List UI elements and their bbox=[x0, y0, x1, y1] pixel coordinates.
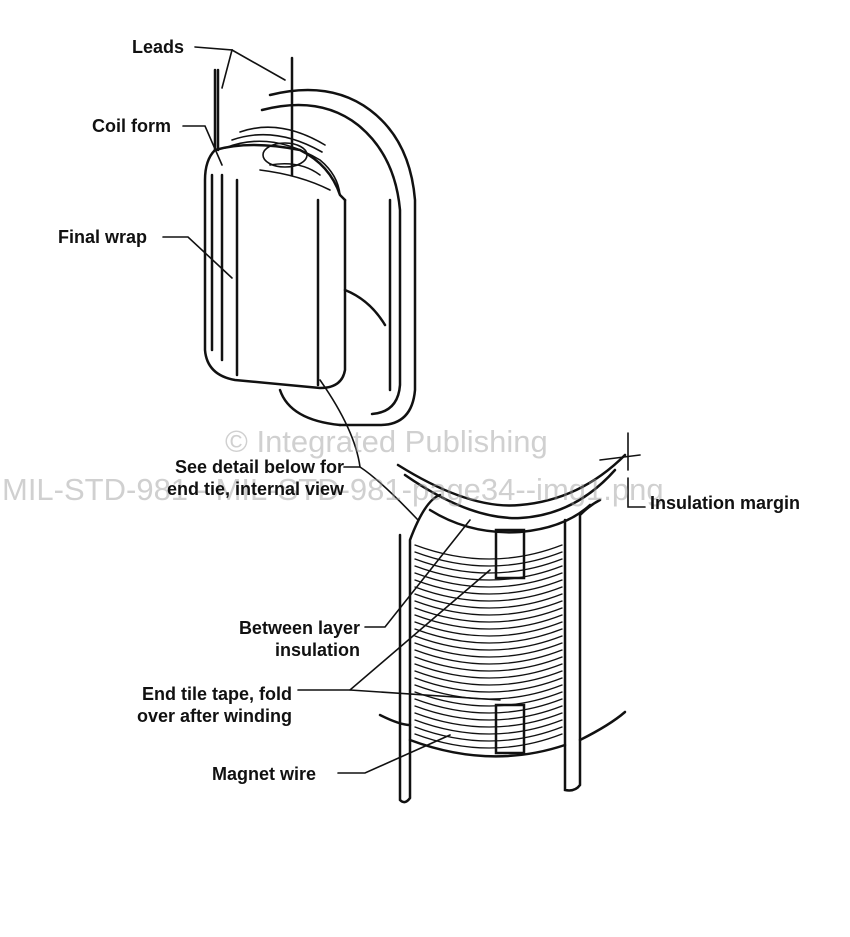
label-between-layer-line1: Between layer bbox=[238, 618, 360, 638]
winding-turn bbox=[414, 600, 563, 616]
label-end-tile-line2: over after winding bbox=[136, 706, 292, 726]
magnet-wire-windings bbox=[414, 544, 563, 749]
watermark-line2: MIL-STD-981 - MIL-STD-981-page34--img1.p… bbox=[2, 472, 664, 507]
winding-turn bbox=[414, 558, 563, 574]
winding-turn bbox=[414, 551, 563, 567]
winding-turn bbox=[414, 579, 563, 595]
winding-turn bbox=[414, 705, 563, 721]
winding-turn bbox=[414, 726, 563, 742]
label-see-detail-line2: end tie, internal view bbox=[166, 479, 344, 499]
winding-turn bbox=[414, 621, 563, 637]
label-between-layer-line2: insulation bbox=[275, 640, 360, 660]
winding-turn bbox=[414, 656, 563, 672]
winding-turn bbox=[414, 593, 563, 609]
leads-wires bbox=[213, 56, 294, 177]
winding-turn bbox=[414, 698, 563, 714]
label-insulation-margin: Insulation margin bbox=[650, 493, 801, 513]
label-end-tile: End tile tape, fold over after winding bbox=[100, 683, 292, 727]
top-windings bbox=[224, 126, 341, 196]
winding-turn bbox=[414, 663, 563, 679]
label-see-detail-line1: See detail below for bbox=[174, 457, 344, 477]
coil-form-shape bbox=[260, 88, 417, 427]
watermark-line1: © Integrated Publishing bbox=[225, 424, 548, 459]
label-coil-form: Coil form bbox=[92, 116, 171, 136]
winding-turn bbox=[414, 649, 563, 665]
winding-turn bbox=[414, 670, 563, 686]
winding-turn bbox=[414, 586, 563, 602]
winding-turn bbox=[414, 642, 563, 658]
label-magnet-wire: Magnet wire bbox=[212, 764, 317, 784]
label-end-tile-line1: End tile tape, fold bbox=[141, 684, 292, 704]
final-wrap-shape bbox=[203, 143, 387, 427]
winding-turn bbox=[414, 684, 563, 700]
winding-turn bbox=[414, 565, 563, 581]
label-final-wrap: Final wrap bbox=[58, 227, 148, 247]
winding-turn bbox=[414, 572, 563, 588]
winding-turn bbox=[414, 544, 563, 560]
winding-turn bbox=[414, 733, 563, 749]
label-leads: Leads bbox=[132, 37, 185, 57]
label-between-layer: Between layer insulation bbox=[190, 617, 360, 661]
winding-turn bbox=[414, 628, 563, 644]
winding-turn bbox=[414, 677, 563, 693]
winding-turn bbox=[414, 614, 563, 630]
winding-turn bbox=[414, 719, 563, 735]
label-see-detail: See detail below for end tie, internal v… bbox=[140, 456, 344, 500]
winding-turn bbox=[414, 691, 563, 707]
winding-turn bbox=[414, 607, 563, 623]
winding-turn bbox=[414, 635, 563, 651]
winding-turn bbox=[414, 712, 563, 728]
